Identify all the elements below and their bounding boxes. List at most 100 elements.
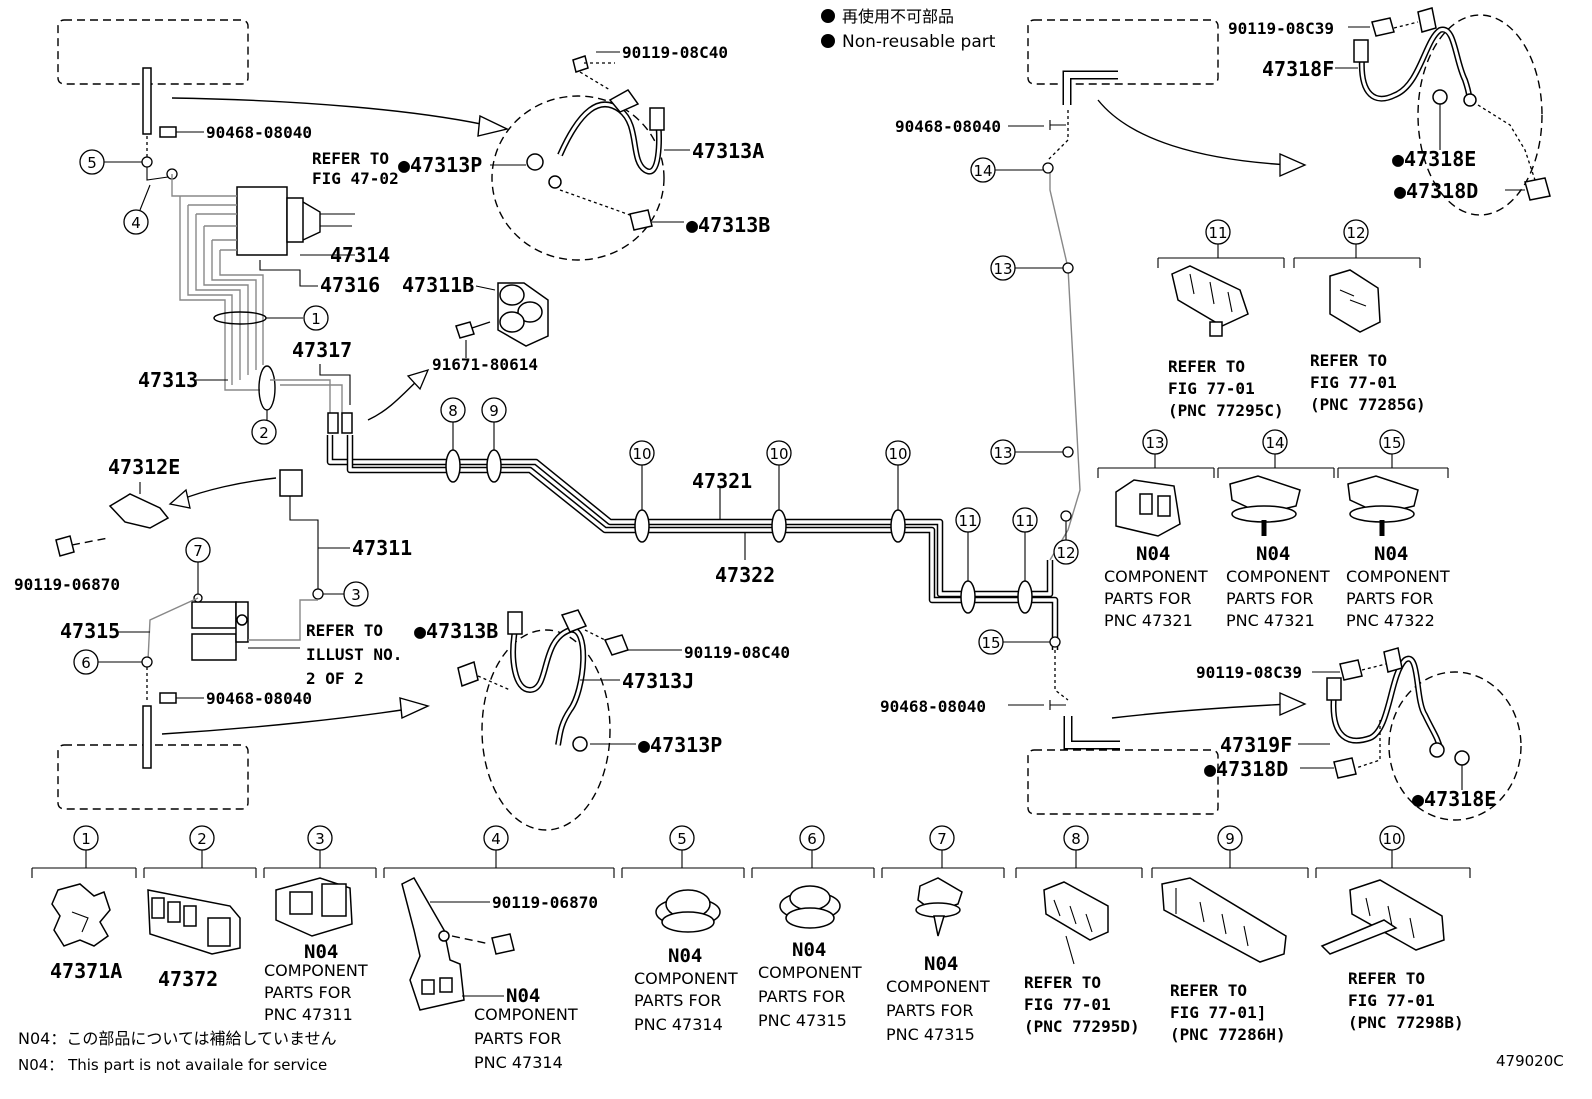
svg-text:13: 13	[1145, 434, 1164, 452]
svg-text:9: 9	[1225, 830, 1235, 848]
note-en: N04： This part is not availale for servi…	[18, 1056, 327, 1074]
svg-text:9: 9	[489, 402, 499, 420]
b4-line2: COMPONENT	[474, 1005, 578, 1024]
part-47314: 47314	[330, 243, 390, 267]
b2-label: 47372	[158, 967, 218, 991]
part-47318F: 47318F	[1262, 57, 1334, 81]
svg-text:11: 11	[1015, 512, 1034, 530]
b8-line1: REFER TO	[1024, 973, 1101, 992]
b6-line3: PARTS FOR	[758, 987, 845, 1006]
svg-text:1: 1	[311, 310, 321, 328]
connector-b3	[275, 877, 353, 937]
part-47313P-top: ●47313P	[398, 153, 482, 177]
c15-line2: COMPONENT	[1346, 567, 1450, 586]
detail-circle-fl	[491, 95, 665, 261]
svg-text:3: 3	[315, 830, 325, 848]
tube-clip-callouts: 8 9 10 10 10 11 11	[440, 397, 1038, 614]
part-90119-08C39-top: 90119-08C39	[1228, 19, 1334, 38]
b5-line3: PARTS FOR	[634, 991, 721, 1010]
refer-fig-47-02-line1: REFER TO	[312, 149, 389, 168]
c11-line2: FIG 77-01	[1168, 379, 1255, 398]
wheel-box-rear-right	[1027, 749, 1219, 815]
clip-detail-14: 14	[1217, 429, 1335, 536]
part-90468-rr: 90468-08040	[880, 697, 986, 716]
pipe-stub-rear-left	[142, 705, 152, 769]
bolt-icon	[1333, 757, 1357, 779]
svg-text:8: 8	[448, 402, 458, 420]
clip-b9	[1161, 877, 1287, 963]
part-90468-fl: 90468-08040	[206, 123, 312, 142]
b10-line1: REFER TO	[1348, 969, 1425, 988]
c13-line3: PARTS FOR	[1104, 589, 1191, 608]
part-47311B: 47311B	[402, 273, 474, 297]
c12-line3: (PNC 77285G)	[1310, 395, 1426, 414]
part-90468-rl: 90468-08040	[206, 689, 312, 708]
svg-text:7: 7	[937, 830, 947, 848]
wheel-box-front-left	[57, 19, 249, 85]
part-47313: 47313	[138, 368, 198, 392]
bolt-icon	[572, 55, 589, 73]
wheel-box-rear-left	[57, 744, 249, 810]
svg-text:2: 2	[197, 830, 207, 848]
part-90119-06870: 90119-06870	[14, 575, 120, 594]
legend-dot-icon	[821, 34, 835, 48]
part-47312E: 47312E	[108, 455, 180, 479]
clamp-47311B	[497, 282, 549, 347]
b6-n04: N04	[792, 939, 826, 961]
part-90119-08C40-top: 90119-08C40	[622, 43, 728, 62]
clip-b7	[915, 877, 963, 937]
part-90119-08C39-bottom: 90119-08C39	[1196, 663, 1302, 682]
svg-text:7: 7	[193, 542, 203, 560]
c14-line4: PNC 47321	[1226, 611, 1315, 630]
b6-line4: PNC 47315	[758, 1011, 847, 1030]
part-47319F: 47319F	[1220, 733, 1292, 757]
svg-text:11: 11	[958, 512, 977, 530]
b8-line2: FIG 77-01	[1024, 995, 1111, 1014]
c14-n04: N04	[1256, 543, 1290, 565]
c11-line3: (PNC 77295C)	[1168, 401, 1284, 420]
c13-n04: N04	[1136, 543, 1170, 565]
part-47311: 47311	[352, 536, 412, 560]
figure-code: 479020C	[1496, 1052, 1564, 1070]
svg-text:13: 13	[993, 260, 1012, 278]
b3-line2: COMPONENT	[264, 961, 368, 980]
b8-line3: (PNC 77295D)	[1024, 1017, 1140, 1036]
b5-line4: PNC 47314	[634, 1015, 723, 1034]
part-90119-08C40-bottom: 90119-08C40	[684, 643, 790, 662]
svg-text:5: 5	[677, 830, 687, 848]
c14-line2: COMPONENT	[1226, 567, 1330, 586]
c15-n04: N04	[1374, 543, 1408, 565]
part-47322: 47322	[715, 563, 775, 587]
b10-line3: (PNC 77298B)	[1348, 1013, 1464, 1032]
b9-line3: (PNC 77286H)	[1170, 1025, 1286, 1044]
b9-line1: REFER TO	[1170, 981, 1247, 1000]
part-90468-fr: 90468-08040	[895, 117, 1001, 136]
part-91671-80614: 91671-80614	[432, 355, 538, 374]
b3-line4: PNC 47311	[264, 1005, 353, 1024]
b3-line3: PARTS FOR	[264, 983, 351, 1002]
refer-illust-line3: 2 OF 2	[306, 669, 364, 688]
svg-text:5: 5	[87, 154, 97, 172]
wheel-box-front-right	[1027, 19, 1219, 85]
part-47317: 47317	[292, 338, 352, 362]
bolt-icon	[1339, 659, 1363, 681]
svg-text:12: 12	[1346, 224, 1365, 242]
bracket-47312E	[108, 493, 170, 529]
part-47313P-bottom: ●47313P	[638, 733, 722, 757]
part-47318E-bottom: ●47318E	[1412, 787, 1496, 811]
svg-text:10: 10	[888, 445, 907, 463]
tube-47321	[326, 435, 1054, 598]
part-47318D-bottom: ●47318D	[1204, 757, 1288, 781]
b9-line2: FIG 77-01]	[1170, 1003, 1266, 1022]
b1-label: 47371A	[50, 959, 122, 983]
legend-en: Non-reusable part	[842, 32, 996, 52]
b7-line2: COMPONENT	[886, 977, 990, 996]
c15-line3: PARTS FOR	[1346, 589, 1433, 608]
svg-text:15: 15	[1382, 434, 1401, 452]
svg-text:12: 12	[1056, 544, 1075, 562]
connector-47372	[147, 889, 241, 955]
clip-b10	[1320, 879, 1445, 955]
clip-icon	[159, 692, 177, 704]
b5-n04: N04	[668, 945, 702, 967]
